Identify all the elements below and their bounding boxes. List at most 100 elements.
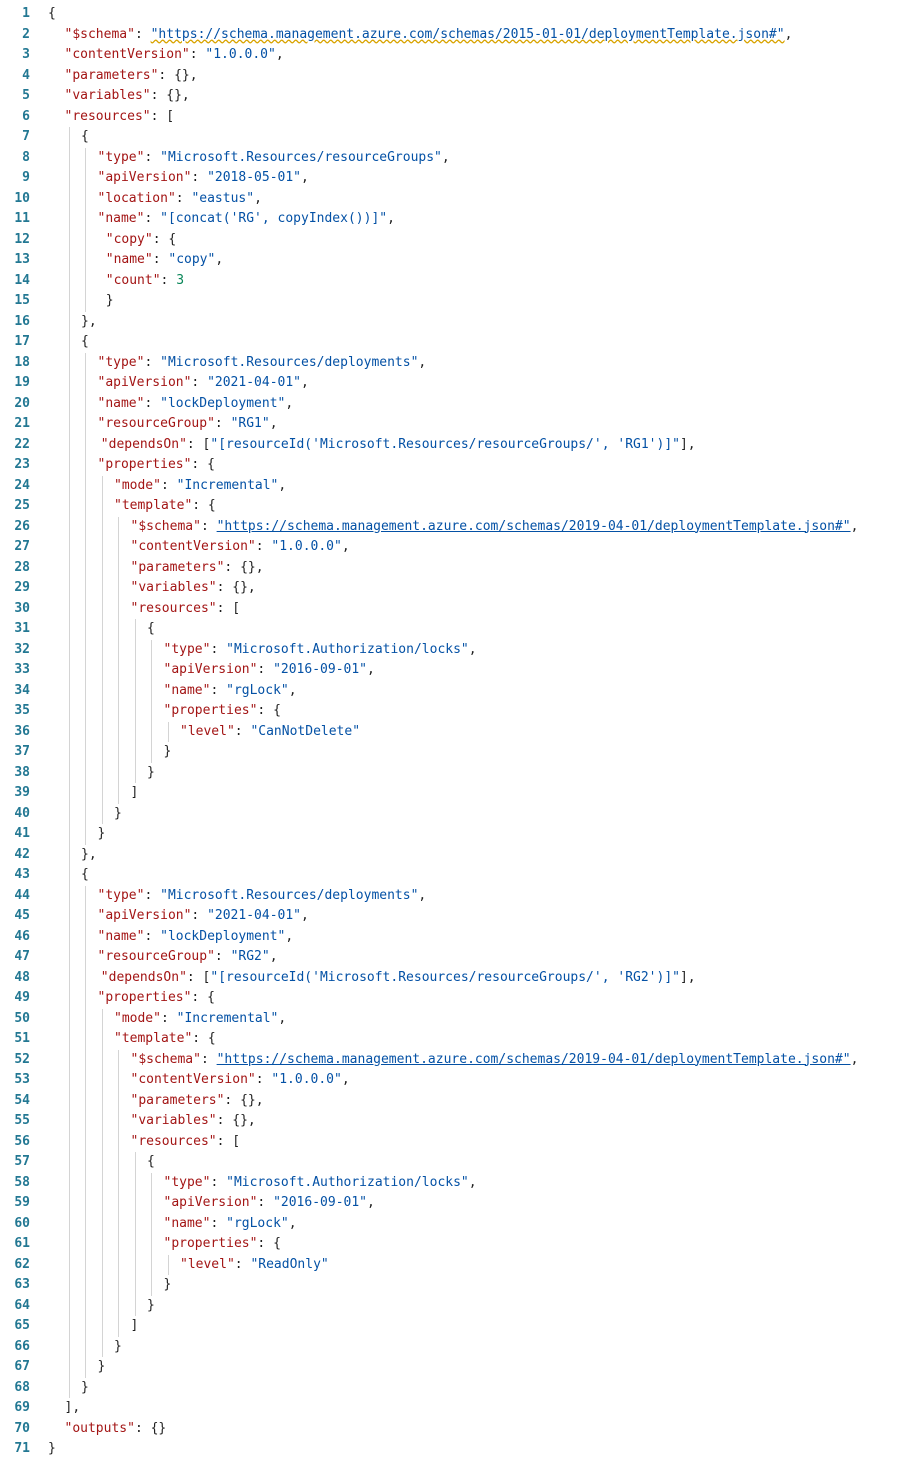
schema-link[interactable]: "https://schema.management.azure.com/sch… [216, 518, 851, 534]
line-number: 69 [14, 1400, 30, 1415]
code-line[interactable]: 13"name": "copy", [0, 250, 915, 271]
code-line[interactable]: 17{ [0, 332, 915, 353]
code-line[interactable]: 53"contentVersion": "1.0.0.0", [0, 1070, 915, 1091]
json-punctuation: : [234, 723, 251, 739]
line-number: 63 [14, 1277, 30, 1292]
code-line[interactable]: 70"outputs": {} [0, 1419, 915, 1440]
code-line[interactable]: 9"apiVersion": "2018-05-01", [0, 168, 915, 189]
indent-guide [85, 1336, 86, 1357]
code-line[interactable]: 60"name": "rgLock", [0, 1213, 915, 1234]
code-line[interactable]: 35"properties": { [0, 701, 915, 722]
indent-guide [101, 1152, 103, 1173]
code-line[interactable]: 16}, [0, 311, 915, 332]
code-line[interactable]: 7{ [0, 127, 915, 148]
code-line[interactable]: 3"contentVersion": "1.0.0.0", [0, 45, 915, 66]
json-string: "lockDeployment" [160, 395, 286, 411]
indent-guide [118, 1213, 119, 1234]
line-content: "properties": { [164, 701, 281, 722]
code-line[interactable]: 37} [0, 742, 915, 763]
line-content: "properties": { [98, 988, 215, 1009]
indent-guide [68, 188, 70, 209]
code-line[interactable]: 20"name": "lockDeployment", [0, 393, 915, 414]
code-line[interactable]: 30"resources": [ [0, 598, 915, 619]
code-line[interactable]: 39] [0, 783, 915, 804]
json-punctuation: , [288, 1215, 297, 1231]
json-punctuation: : {}, [224, 559, 264, 575]
code-line[interactable]: 43{ [0, 865, 915, 886]
code-line[interactable]: 4"parameters": {}, [0, 66, 915, 87]
code-line[interactable]: 14"count": 3 [0, 270, 915, 291]
code-line[interactable]: 33"apiVersion": "2016-09-01", [0, 660, 915, 681]
code-line[interactable]: 45"apiVersion": "2021-04-01", [0, 906, 915, 927]
code-line[interactable]: 23"properties": { [0, 455, 915, 476]
schema-link[interactable]: "https://schema.management.azure.com/sch… [216, 1051, 851, 1067]
code-line[interactable]: 51"template": { [0, 1029, 915, 1050]
code-line[interactable]: 40} [0, 803, 915, 824]
json-key: "name" [163, 682, 211, 698]
code-line[interactable]: 59"apiVersion": "2016-09-01", [0, 1193, 915, 1214]
code-line[interactable]: 22"dependsOn": ["[resourceId('Microsoft.… [0, 434, 915, 455]
code-line[interactable]: 2"$schema": "https://schema.management.a… [0, 25, 915, 46]
code-line[interactable]: 50"mode": "Incremental", [0, 1008, 915, 1029]
json-key: "count" [105, 272, 161, 288]
code-line[interactable]: 34"name": "rgLock", [0, 680, 915, 701]
indent-guide [68, 803, 70, 824]
code-line[interactable]: 49"properties": { [0, 988, 915, 1009]
code-line[interactable]: 63} [0, 1275, 915, 1296]
code-line[interactable]: 48"dependsOn": ["[resourceId('Microsoft.… [0, 967, 915, 988]
code-line[interactable]: 29"variables": {}, [0, 578, 915, 599]
code-line[interactable]: 62"level": "ReadOnly" [0, 1254, 915, 1275]
code-line[interactable]: 56"resources": [ [0, 1131, 915, 1152]
code-line[interactable]: 46"name": "lockDeployment", [0, 926, 915, 947]
code-editor[interactable]: 1{2"$schema": "https://schema.management… [0, 4, 915, 1460]
code-line[interactable]: 61"properties": { [0, 1234, 915, 1255]
code-line[interactable]: 6"resources": [ [0, 107, 915, 128]
code-line[interactable]: 42}, [0, 844, 915, 865]
code-line[interactable]: 68} [0, 1377, 915, 1398]
indent-guide [151, 639, 152, 660]
code-line[interactable]: 10"location": "eastus", [0, 188, 915, 209]
code-line[interactable]: 57{ [0, 1152, 915, 1173]
code-line[interactable]: 41} [0, 824, 915, 845]
code-line[interactable]: 24"mode": "Incremental", [0, 475, 915, 496]
code-line[interactable]: 18"type": "Microsoft.Resources/deploymen… [0, 352, 915, 373]
code-line[interactable]: 52"$schema": "https://schema.management.… [0, 1049, 915, 1070]
code-line[interactable]: 55"variables": {}, [0, 1111, 915, 1132]
code-line[interactable]: 27"contentVersion": "1.0.0.0", [0, 537, 915, 558]
json-punctuation: : {}, [158, 67, 198, 83]
code-line[interactable]: 31{ [0, 619, 915, 640]
schema-link[interactable]: "https://schema.management.azure.com/sch… [150, 26, 785, 42]
indent-guide [101, 721, 103, 742]
line-content: "variables": {}, [131, 578, 256, 599]
code-line[interactable]: 58"type": "Microsoft.Authorization/locks… [0, 1172, 915, 1193]
code-line[interactable]: 1{ [0, 4, 915, 25]
indent-guide [101, 701, 103, 722]
code-line[interactable]: 36"level": "CanNotDelete" [0, 721, 915, 742]
code-line[interactable]: 67} [0, 1357, 915, 1378]
code-line[interactable]: 65] [0, 1316, 915, 1337]
code-line[interactable]: 64} [0, 1295, 915, 1316]
code-line[interactable]: 15} [0, 291, 915, 312]
code-line[interactable]: 8"type": "Microsoft.Resources/resourceGr… [0, 147, 915, 168]
code-line[interactable]: 69], [0, 1398, 915, 1419]
code-line[interactable]: 47"resourceGroup": "RG2", [0, 947, 915, 968]
indent-guide [101, 680, 103, 701]
code-line[interactable]: 11"name": "[concat('RG', copyIndex())]", [0, 209, 915, 230]
code-line[interactable]: 66} [0, 1336, 915, 1357]
code-line[interactable]: 71} [0, 1439, 915, 1460]
code-line[interactable]: 21"resourceGroup": "RG1", [0, 414, 915, 435]
code-line[interactable]: 25"template": { [0, 496, 915, 517]
code-line[interactable]: 44"type": "Microsoft.Resources/deploymen… [0, 885, 915, 906]
line-number: 58 [14, 1174, 30, 1190]
json-punctuation: , [275, 47, 284, 62]
code-line[interactable]: 26"$schema": "https://schema.management.… [0, 516, 915, 537]
code-line[interactable]: 5"variables": {}, [0, 86, 915, 107]
json-punctuation: : {}, [224, 1092, 264, 1108]
code-line[interactable]: 32"type": "Microsoft.Authorization/locks… [0, 639, 915, 660]
code-line[interactable]: 19"apiVersion": "2021-04-01", [0, 373, 915, 394]
code-line[interactable]: 38} [0, 762, 915, 783]
indent-guide [68, 844, 70, 865]
code-line[interactable]: 12"copy": { [0, 229, 915, 250]
code-line[interactable]: 54"parameters": {}, [0, 1090, 915, 1111]
code-line[interactable]: 28"parameters": {}, [0, 557, 915, 578]
